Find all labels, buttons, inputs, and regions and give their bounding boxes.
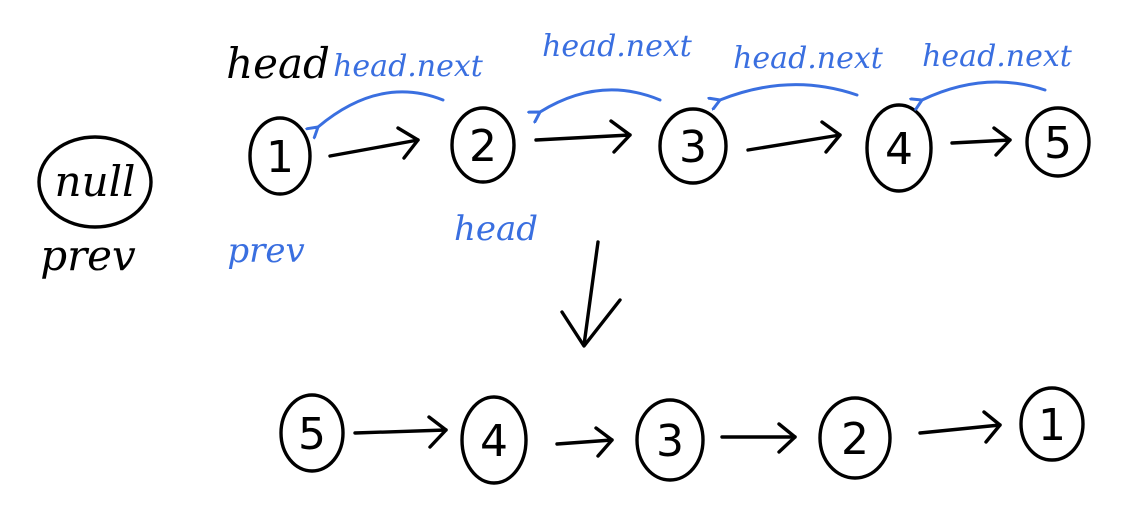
head-next-label-4: head.next (922, 39, 1073, 74)
node-original-1: 1 (248, 116, 312, 196)
arrow-5-to-4 (353, 415, 448, 449)
node-reversed-5: 5 (279, 393, 345, 473)
arrow-4-to-3 (555, 426, 614, 458)
node-reversed-1: 1 (1019, 386, 1085, 462)
null-node-circle (37, 135, 153, 229)
arrow-2-to-1 (918, 410, 1002, 444)
node-reversed-2: 2 (818, 396, 892, 480)
arrow-2-to-3 (534, 119, 632, 154)
node-reversed-3: 3 (635, 398, 705, 482)
reversed-pointer-arrows (318, 80, 1047, 127)
node-value: 1 (266, 132, 294, 183)
transform-down-arrow (560, 240, 622, 348)
reversed-list: 5 4 3 2 1 (279, 386, 1085, 485)
arrow-1-to-2 (328, 126, 420, 160)
node-value: 1 (1038, 400, 1066, 451)
node-circle (818, 396, 892, 480)
node-reversed-4: 4 (460, 395, 528, 485)
head-next-label-3: head.next (733, 41, 884, 76)
node-value: 2 (469, 121, 497, 172)
node-value: 2 (841, 414, 869, 465)
blue-arrow-3-to-2 (540, 88, 662, 112)
head-next-label-1: head.next (333, 49, 484, 84)
null-label: null (55, 157, 136, 206)
node-original-2: 2 (450, 106, 516, 184)
node-circle (248, 116, 312, 196)
original-links (328, 119, 1012, 160)
node-original-3: 3 (658, 107, 728, 185)
node-original-4: 4 (865, 103, 933, 193)
node-circle (1019, 386, 1085, 462)
node-circle (279, 393, 345, 473)
head-label-blue: head (454, 209, 538, 249)
arrow-3-to-4 (746, 120, 842, 154)
node-circle (460, 395, 528, 485)
node-circle (450, 106, 516, 184)
arrow-4-to-5 (950, 126, 1012, 157)
blue-arrow-2-to-1 (318, 90, 445, 127)
blue-arrow-4-to-3 (720, 83, 859, 100)
node-circle (865, 103, 933, 193)
head-label-black: head (226, 39, 330, 88)
blue-arrow-5-to-4 (922, 80, 1047, 100)
prev-label-black: prev (40, 231, 136, 280)
head-next-label-2: head.next (542, 29, 693, 64)
node-value: 5 (1044, 118, 1072, 169)
node-value: 4 (885, 124, 913, 175)
node-circle (658, 107, 728, 185)
prev-label-blue: prev (227, 231, 304, 271)
arrow-3-to-2 (720, 422, 797, 454)
node-circle (635, 398, 705, 482)
node-value: 5 (298, 409, 326, 460)
reversed-links (353, 410, 1002, 458)
node-value: 4 (480, 416, 508, 467)
node-value: 3 (656, 416, 684, 467)
node-circle (1025, 106, 1091, 178)
original-list: 1 2 3 4 5 (248, 103, 1091, 196)
node-original-5: 5 (1025, 106, 1091, 178)
node-value: 3 (679, 122, 707, 173)
